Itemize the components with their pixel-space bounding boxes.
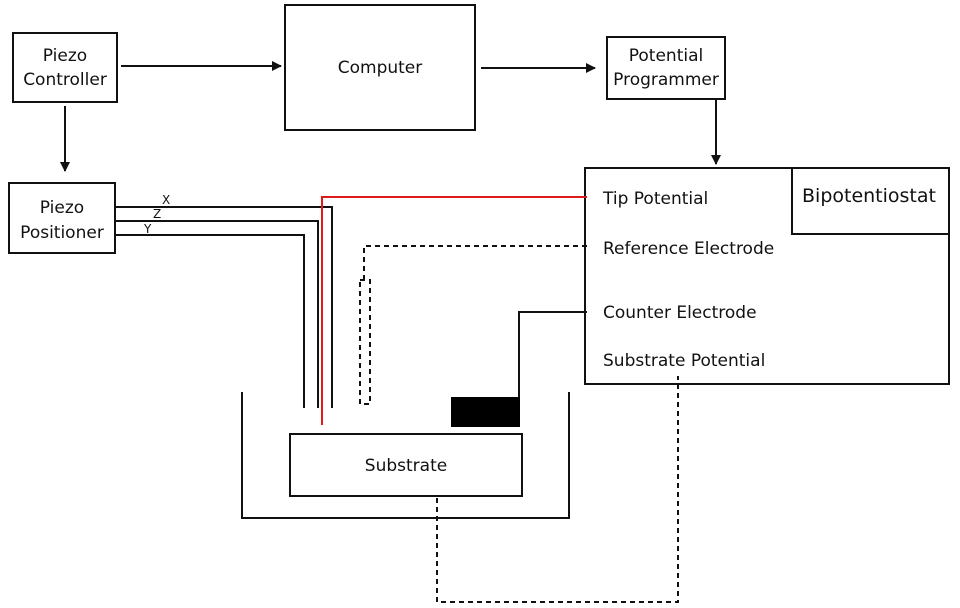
substrate-box: Substrate [289, 433, 523, 497]
reference-electrode-tube [359, 279, 371, 405]
substrate-label: Substrate [365, 456, 447, 476]
reference-electrode [359, 245, 587, 405]
computer-box: Computer [284, 4, 476, 131]
tip-potential-wire [321, 196, 587, 425]
piezo-controller-label-line1: Piezo [43, 46, 87, 66]
x-axis-cable [115, 206, 333, 408]
piezo-positioner-box: Piezo Positioner [8, 182, 116, 254]
potential-programmer-box: Potential Programmer [606, 36, 726, 100]
computer-label: Computer [338, 58, 423, 78]
tip-potential-label: Tip Potential [602, 189, 708, 209]
y-axis-cable [115, 234, 305, 408]
piezo-positioner-label-line2: Positioner [20, 223, 104, 243]
counter-electrode-wire [518, 311, 587, 398]
electrochemical-cell [241, 392, 570, 519]
reference-electrode-wire [363, 245, 587, 280]
substrate-potential-label: Substrate Potential [603, 351, 765, 371]
piezo-positioner-label-line1: Piezo [40, 198, 84, 218]
y-axis-label: Y [143, 222, 152, 236]
bipotentiostat-box: Bipotentiostat Tip Potential Reference E… [584, 167, 950, 385]
potential-programmer-label-line1: Potential [629, 46, 703, 66]
piezo-controller-box: Piezo Controller [12, 32, 118, 103]
z-axis-label: Z [153, 207, 161, 221]
axis-cables: X Z Y [115, 193, 333, 408]
potential-programmer-label-line2: Programmer [613, 70, 719, 90]
x-axis-label: X [162, 193, 170, 207]
piezo-controller-label-line2: Controller [23, 70, 107, 90]
counter-electrode [451, 311, 587, 427]
z-axis-cable [115, 220, 319, 408]
reference-electrode-label: Reference Electrode [603, 239, 774, 259]
bipotentiostat-label: Bipotentiostat [802, 185, 936, 207]
counter-electrode-label: Counter Electrode [603, 303, 757, 323]
counter-electrode-block [451, 397, 520, 427]
